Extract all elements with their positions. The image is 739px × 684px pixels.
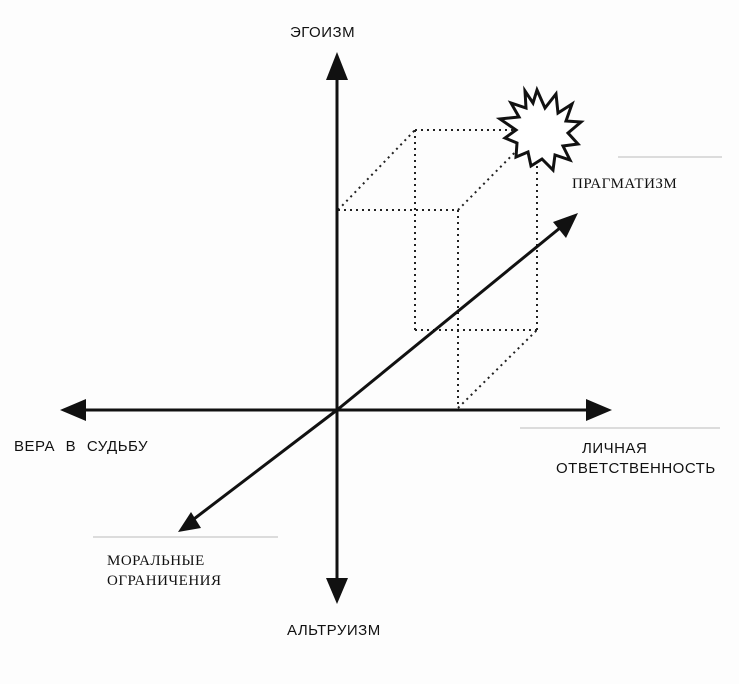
box-edge-top-right [457,129,538,211]
axis-label-altruism: АЛЬТРУИЗМ [287,622,381,639]
box-edge-top-left [337,129,416,211]
axis-label-personal: ЛИЧНАЯ [582,440,648,457]
box-edge-bottom-right [457,329,538,409]
axis-label-responsibility: ОТВЕТСТВЕННОСТЬ [556,460,716,477]
dotted-box [337,129,538,409]
axis-label-pragmatism: ПРАГМАТИЗМ [572,176,678,192]
starburst-icon [495,85,585,174]
arrow-left-icon [60,399,86,421]
arrow-right-icon [586,399,612,421]
arrow-up-icon [326,52,348,80]
axis-label-fate-belief: ВЕРА В СУДЬБУ [14,438,149,455]
axis-label-moral: МОРАЛЬНЫЕ [107,553,205,569]
axis-diagonal-up [336,221,567,412]
arrow-down-icon [326,578,348,604]
arrow-diag-up-icon [553,213,578,238]
axis-label-egoism: ЭГОИЗМ [290,24,356,41]
axis-diagonal-down [189,408,338,524]
axis-label-limitations: ОГРАНИЧЕНИЯ [107,573,222,589]
arrow-diag-down-icon [178,512,201,532]
